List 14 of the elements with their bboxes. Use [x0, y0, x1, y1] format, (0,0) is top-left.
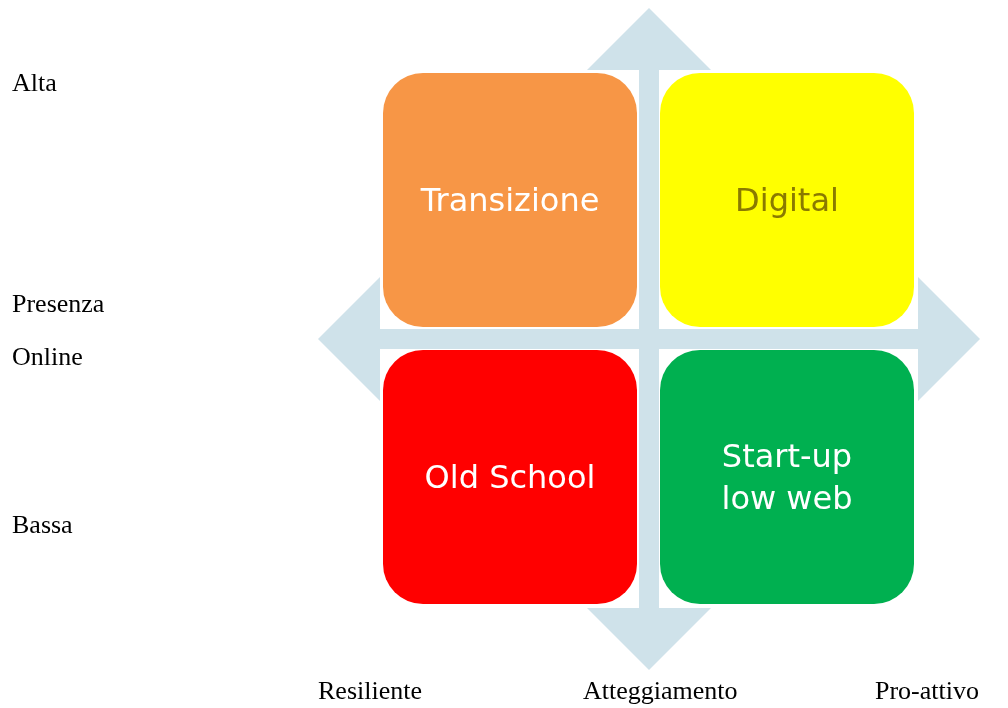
- quadrant-box: [383, 73, 637, 327]
- quadrant-box: [383, 350, 637, 604]
- axis-title: Atteggiamento: [583, 675, 738, 707]
- quadrant-label: Start-up low web: [720, 436, 854, 519]
- axis-label: Bassa: [12, 509, 73, 541]
- axis-label: Resiliente: [318, 675, 422, 707]
- quadrant-label: Old School: [424, 457, 596, 498]
- axis-label: Alta: [12, 67, 57, 99]
- quadrant-box: [660, 350, 914, 604]
- axis-label: Pro-attivo: [875, 675, 979, 707]
- quadrant-label: Digital: [735, 180, 839, 221]
- axis-title: Presenza Online: [12, 288, 106, 373]
- quadrant-label: Transizione: [420, 180, 600, 221]
- quadrant-box: [660, 73, 914, 327]
